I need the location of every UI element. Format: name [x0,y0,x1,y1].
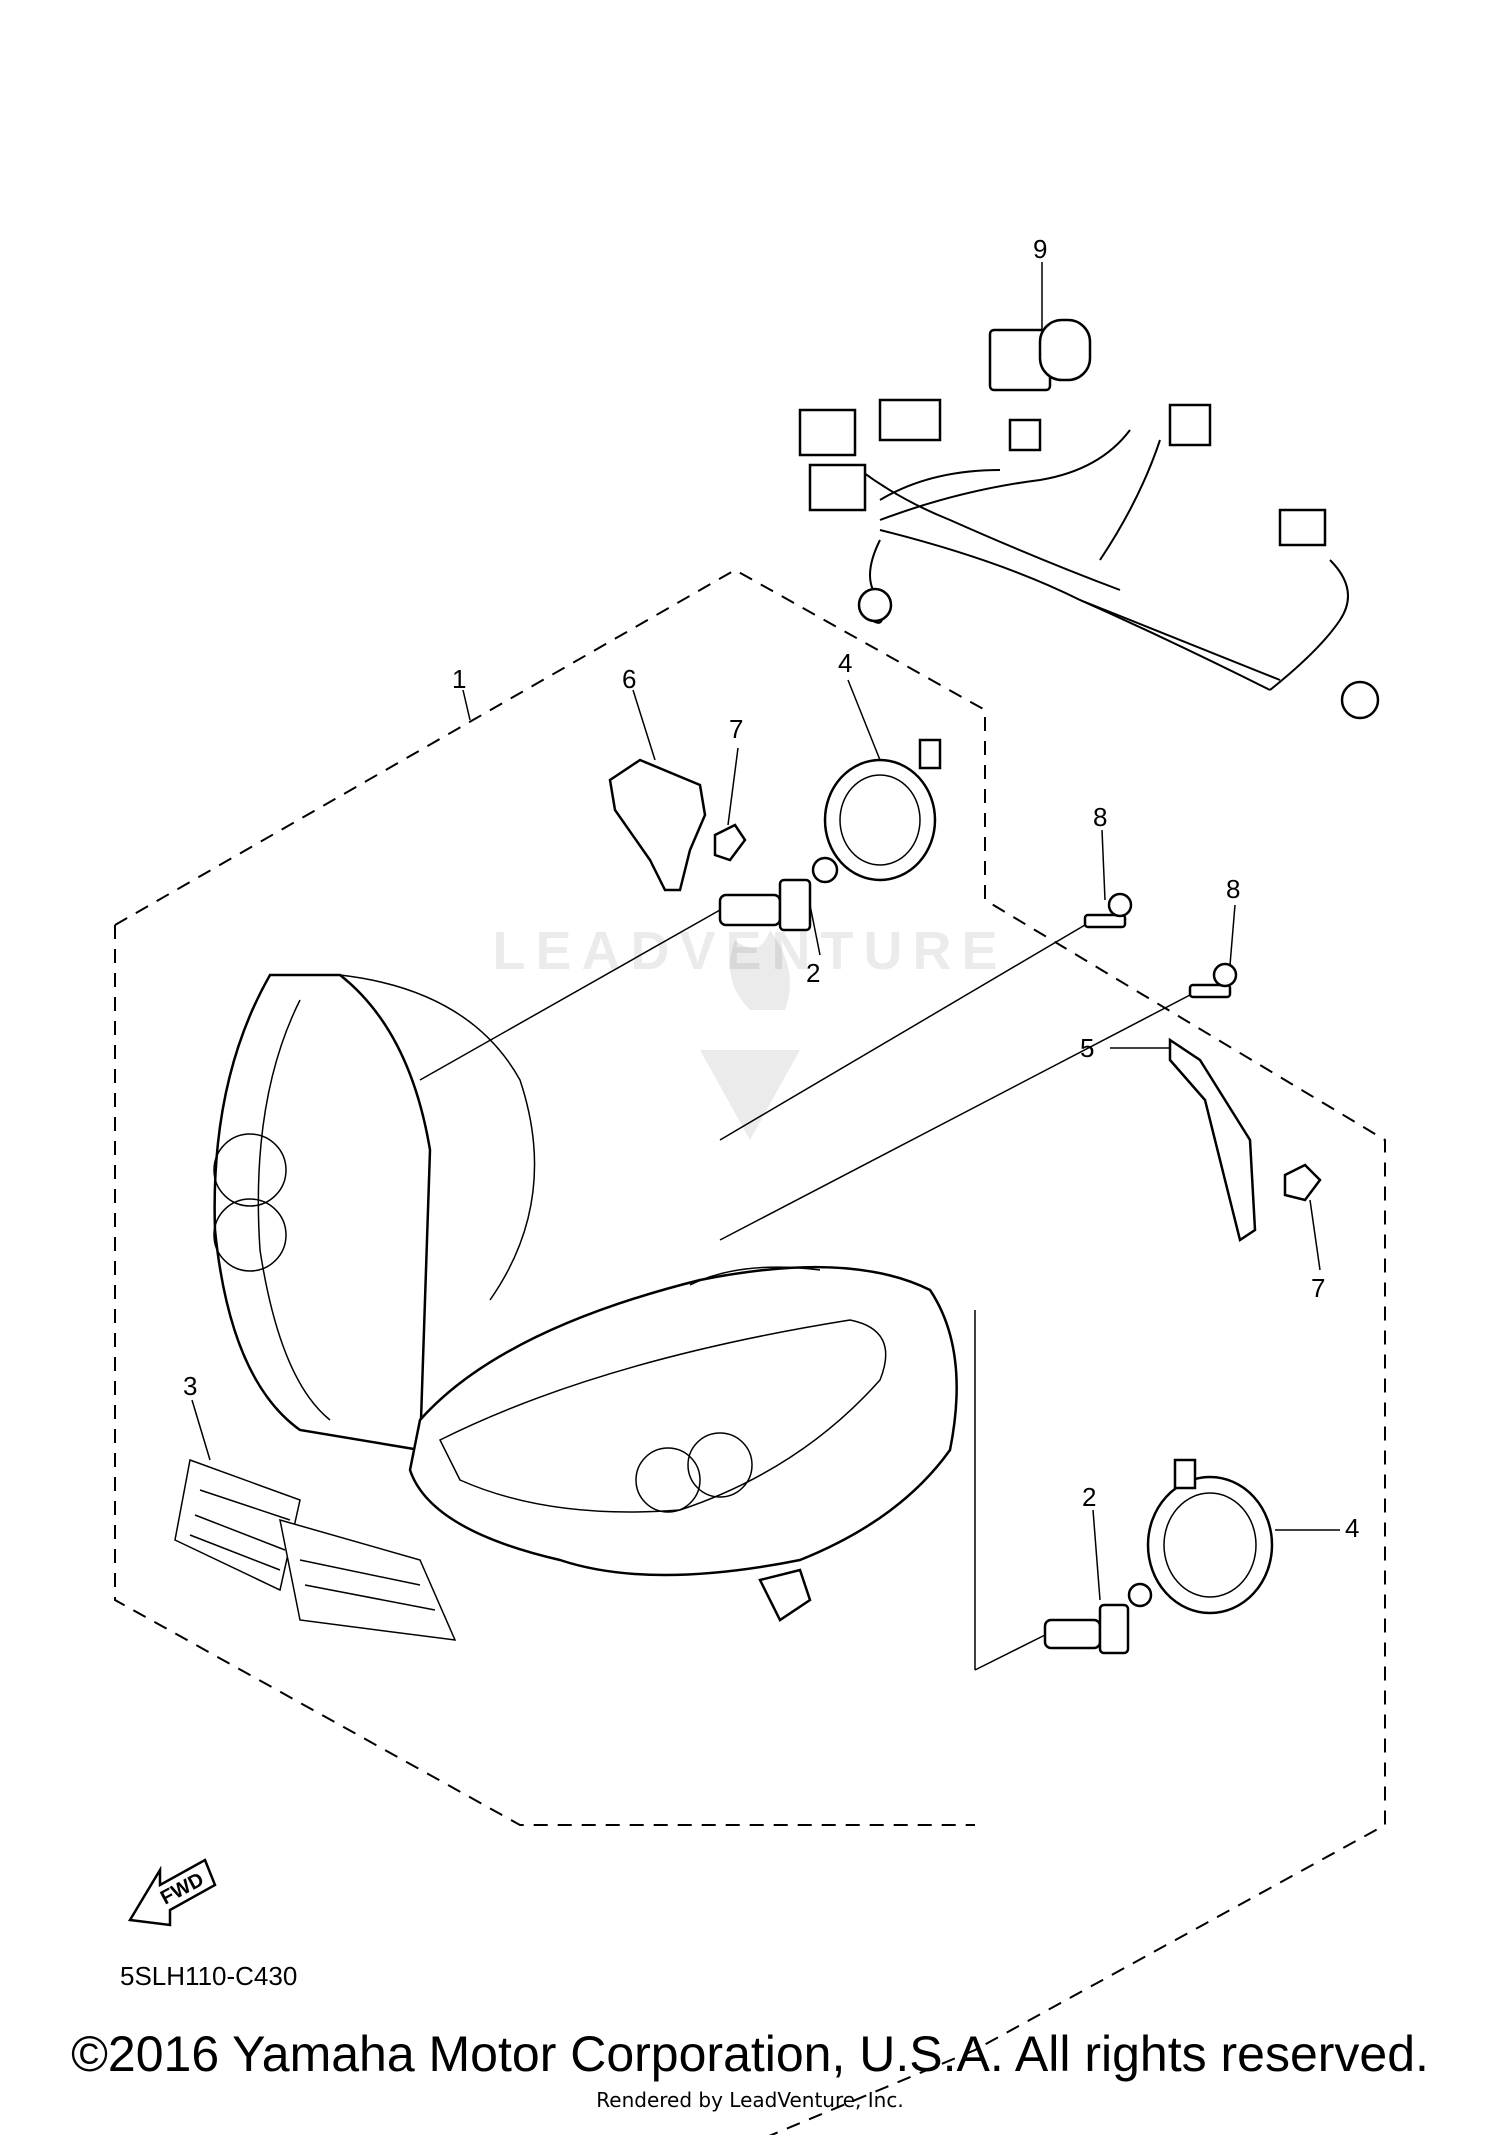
bracket-part [1168,1037,1257,1243]
callout-7-lower: 7 [1311,1273,1325,1303]
callout-4-upper: 4 [838,648,852,678]
callout-2-upper: 2 [806,958,820,988]
assembly-boundary [114,568,1386,2135]
screw-a [1083,892,1133,929]
callout-2-lower: 2 [1082,1482,1096,1512]
assembly-boundary-lower [114,925,975,1826]
socket-lower [1283,1163,1322,1202]
rendered-by-notice: Rendered by LeadVenture, Inc. [596,2088,904,2112]
callout-1: 1 [452,664,466,694]
watermark-logo [700,930,800,1140]
callout-7-upper: 7 [729,714,743,744]
bulb-upper [718,856,839,932]
callout-8-b: 8 [1226,874,1240,904]
watermark-text: LEADVENTURE [492,921,1008,981]
callout-5: 5 [1080,1033,1094,1063]
socket-ring-lower [1146,1458,1274,1615]
diagram-code: 5SLH110-C430 [120,1961,297,1991]
callout-4-lower: 4 [1345,1513,1359,1543]
headlight-housing-lower [408,1265,958,1622]
socket-upper [713,823,747,862]
bulb-lower [1043,1582,1153,1655]
callout-6: 6 [622,664,636,694]
screw-b [1188,962,1238,999]
copyright-notice: ©2016 Yamaha Motor Corporation, U.S.A. A… [71,2026,1429,2082]
callout-9: 9 [1033,234,1047,264]
callout-3: 3 [183,1371,197,1401]
grille-part [174,1458,457,1641]
leader-lines [191,262,1340,1671]
callout-8-a: 8 [1093,802,1107,832]
cover-part [608,758,707,892]
watermark: LEADVENTURE [480,920,1020,982]
wire-harness [798,318,1380,720]
socket-ring-upper [823,738,942,882]
fwd-arrow-icon: FWD [127,1858,217,1927]
headlight-housing-upper [213,973,536,1452]
